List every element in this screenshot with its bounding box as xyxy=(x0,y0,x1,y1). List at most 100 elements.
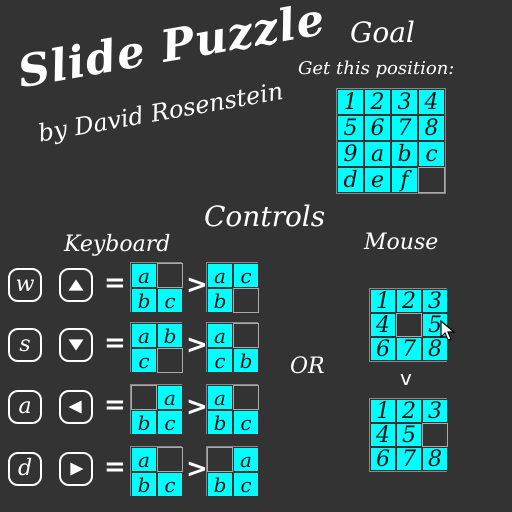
puzzle-tile: b xyxy=(157,323,183,348)
right-arrow-key xyxy=(59,452,93,486)
puzzle-tile: b xyxy=(391,141,418,167)
left-arrow-icon xyxy=(68,400,82,414)
puzzle-tile: a xyxy=(131,447,157,472)
up-arrow-key xyxy=(59,268,93,302)
puzzle-tile: 5 xyxy=(396,423,422,448)
puzzle-tile: 7 xyxy=(396,337,422,362)
puzzle-tile: b xyxy=(207,472,233,497)
puzzle-tile: a xyxy=(207,323,233,348)
puzzle-tile: b xyxy=(207,410,233,435)
puzzle-tile: e xyxy=(364,167,391,193)
right-arrow-icon xyxy=(70,462,84,476)
puzzle-tile: b xyxy=(131,410,157,435)
transition-arrow: > xyxy=(186,270,208,300)
puzzle-tile: a xyxy=(157,385,183,410)
down-arrow-icon: v xyxy=(400,366,412,390)
key-d: d xyxy=(8,452,42,486)
puzzle-tile: f xyxy=(391,167,418,193)
empty-cell xyxy=(418,167,445,193)
puzzle-tile: c xyxy=(131,348,157,373)
puzzle-tile: 6 xyxy=(370,447,396,472)
empty-cell xyxy=(233,323,259,348)
puzzle-tile: 4 xyxy=(418,89,445,115)
puzzle-tile: 7 xyxy=(396,447,422,472)
transition-arrow: > xyxy=(186,392,208,422)
key-w: w xyxy=(8,268,42,302)
puzzle-tile: c xyxy=(233,472,259,497)
puzzle-tile: 8 xyxy=(418,115,445,141)
app-title: Slide Puzzle xyxy=(14,0,330,99)
puzzle-tile: 3 xyxy=(391,89,418,115)
or-label: OR xyxy=(290,354,325,379)
puzzle-tile: 1 xyxy=(370,289,396,314)
down-arrow-icon xyxy=(68,339,84,351)
puzzle-tile: 2 xyxy=(396,289,422,314)
mouse-pointer-icon xyxy=(440,320,456,341)
puzzle-tile: b xyxy=(131,288,157,313)
puzzle-tile: 5 xyxy=(337,115,364,141)
puzzle-tile: c xyxy=(418,141,445,167)
puzzle-tile: c xyxy=(157,472,183,497)
goal-subtitle: Get this position: xyxy=(298,58,455,79)
goal-title: Goal xyxy=(350,16,415,49)
puzzle-tile: 4 xyxy=(370,313,396,338)
mouse-title: Mouse xyxy=(364,230,439,255)
empty-cell xyxy=(207,447,233,472)
key-s: s xyxy=(8,328,42,362)
equals-sign: = xyxy=(104,328,126,358)
puzzle-tile: a xyxy=(207,263,233,288)
puzzle-tile: 6 xyxy=(370,337,396,362)
transition-arrow: > xyxy=(186,330,208,360)
puzzle-tile: 3 xyxy=(422,399,448,424)
puzzle-tile: d xyxy=(337,167,364,193)
puzzle-tile: 5 xyxy=(422,313,448,338)
puzzle-tile: 1 xyxy=(337,89,364,115)
puzzle-tile: a xyxy=(131,323,157,348)
empty-cell xyxy=(396,313,422,337)
puzzle-tile: 1 xyxy=(370,399,396,424)
puzzle-tile: 8 xyxy=(422,337,448,362)
empty-cell xyxy=(233,288,259,313)
empty-cell xyxy=(422,423,448,447)
transition-arrow: > xyxy=(186,454,208,484)
empty-cell xyxy=(157,263,183,288)
puzzle-tile: 6 xyxy=(364,115,391,141)
up-arrow-icon xyxy=(68,279,84,291)
puzzle-tile: 2 xyxy=(364,89,391,115)
puzzle-tile: 8 xyxy=(422,447,448,472)
puzzle-tile: 4 xyxy=(370,423,396,448)
puzzle-tile: c xyxy=(157,288,183,313)
equals-sign: = xyxy=(104,452,126,482)
puzzle-tile: 2 xyxy=(396,399,422,424)
left-arrow-key xyxy=(59,390,93,424)
puzzle-tile: c xyxy=(233,263,259,288)
key-a: a xyxy=(8,390,42,424)
puzzle-tile: c xyxy=(233,410,259,435)
empty-cell xyxy=(233,385,259,410)
empty-cell xyxy=(157,447,183,472)
down-arrow-key xyxy=(59,328,93,362)
puzzle-tile: c xyxy=(207,348,233,373)
controls-title: Controls xyxy=(204,200,326,233)
equals-sign: = xyxy=(104,390,126,420)
puzzle-tile: 9 xyxy=(337,141,364,167)
puzzle-tile: b xyxy=(131,472,157,497)
puzzle-tile: b xyxy=(233,348,259,373)
puzzle-tile: b xyxy=(207,288,233,313)
empty-cell xyxy=(157,348,183,373)
keyboard-title: Keyboard xyxy=(64,232,171,257)
puzzle-tile: a xyxy=(364,141,391,167)
puzzle-tile: a xyxy=(207,385,233,410)
puzzle-tile: 3 xyxy=(422,289,448,314)
puzzle-tile: a xyxy=(131,263,157,288)
